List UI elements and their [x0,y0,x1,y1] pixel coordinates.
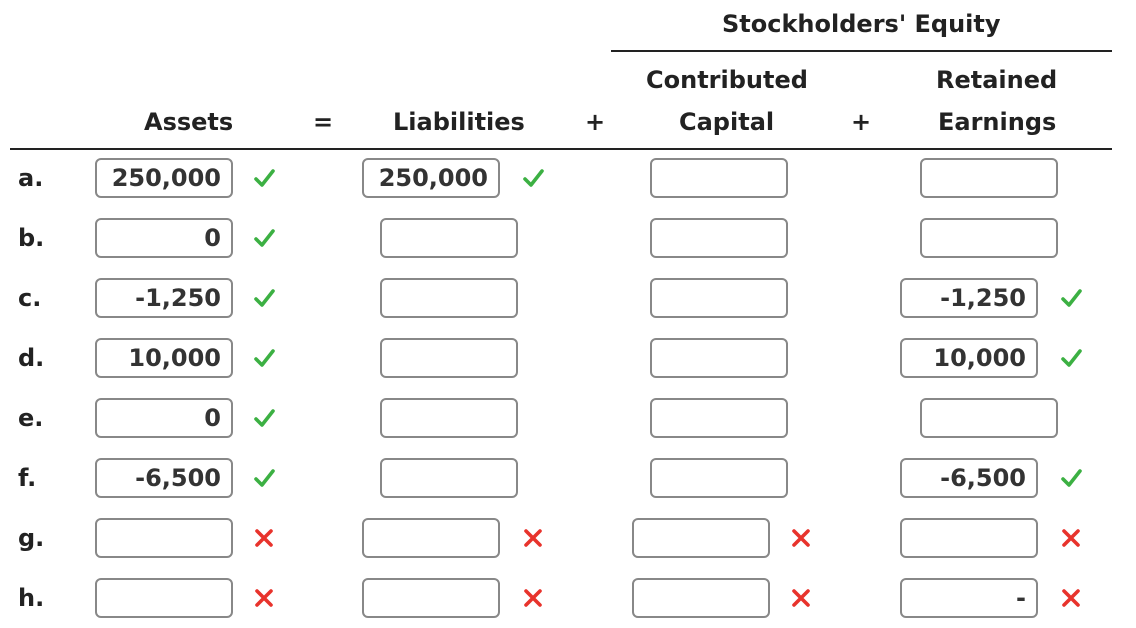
retained-heading-line1: Retained [936,66,1058,94]
cross-icon [790,587,812,609]
liabilities-input[interactable] [380,458,518,498]
retained-input[interactable]: -1,250 [900,278,1038,318]
retained-input[interactable]: -6,500 [900,458,1038,498]
contributed-input[interactable] [632,578,770,618]
contributed-heading-line1: Contributed [646,66,808,94]
contributed-input[interactable] [650,158,788,198]
plus-sign-2: + [851,108,872,136]
retained-input[interactable]: 10,000 [900,338,1038,378]
row-label: h. [18,584,45,612]
row-label: c. [18,284,42,312]
contributed-input[interactable] [650,458,788,498]
assets-input[interactable]: 250,000 [95,158,233,198]
row-label: d. [18,344,45,372]
contributed-input[interactable] [650,398,788,438]
retained-input[interactable] [920,218,1058,258]
row-label: e. [18,404,44,432]
liabilities-heading: Liabilities [393,108,525,136]
cross-icon [522,527,544,549]
liabilities-input[interactable] [380,398,518,438]
cross-icon [522,587,544,609]
check-icon [522,167,544,189]
cross-icon [253,587,275,609]
liabilities-input[interactable]: 250,000 [362,158,500,198]
contributed-heading-line2: Capital [679,108,775,136]
assets-input[interactable] [95,578,233,618]
row-label: g. [18,524,45,552]
liabilities-input[interactable] [380,278,518,318]
check-icon [253,467,275,489]
assets-input[interactable] [95,518,233,558]
retained-heading-line2: Earnings [938,108,1057,136]
plus-sign-1: + [585,108,606,136]
contributed-input[interactable] [632,518,770,558]
check-icon [253,347,275,369]
assets-input[interactable]: -1,250 [95,278,233,318]
retained-input[interactable] [920,398,1058,438]
assets-input[interactable]: 10,000 [95,338,233,378]
check-icon [1060,347,1082,369]
check-icon [1060,287,1082,309]
row-label: b. [18,224,45,252]
header-divider [10,148,1112,150]
liabilities-input[interactable] [380,218,518,258]
equals-sign: = [313,108,334,136]
retained-input[interactable] [920,158,1058,198]
liabilities-input[interactable] [362,578,500,618]
stockholders-equity-heading: Stockholders' Equity [722,10,1001,38]
contributed-input[interactable] [650,338,788,378]
equity-divider [611,50,1112,52]
retained-input[interactable] [900,518,1038,558]
contributed-input[interactable] [650,218,788,258]
assets-input[interactable]: 0 [95,398,233,438]
liabilities-input[interactable] [362,518,500,558]
check-icon [253,227,275,249]
cross-icon [790,527,812,549]
check-icon [253,407,275,429]
contributed-input[interactable] [650,278,788,318]
row-label: f. [18,464,37,492]
check-icon [253,167,275,189]
cross-icon [1060,527,1082,549]
cross-icon [253,527,275,549]
cross-icon [1060,587,1082,609]
check-icon [253,287,275,309]
assets-input[interactable]: 0 [95,218,233,258]
row-label: a. [18,164,44,192]
liabilities-input[interactable] [380,338,518,378]
assets-heading: Assets [144,108,234,136]
check-icon [1060,467,1082,489]
retained-input[interactable]: - [900,578,1038,618]
assets-input[interactable]: -6,500 [95,458,233,498]
